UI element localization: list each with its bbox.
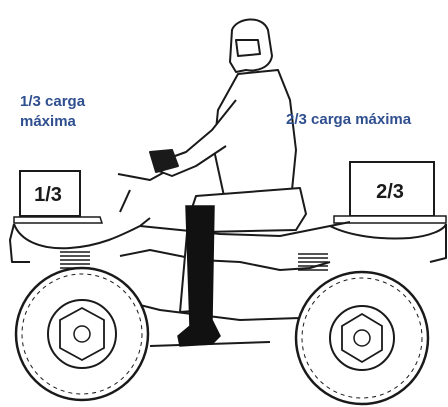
helmet [229,18,273,73]
glove [149,149,179,173]
front-load-annotation-line1: 1/3 carga [20,93,86,110]
front-rack [13,216,104,224]
front-box-label: 1/3 [34,184,62,206]
front-load-annotation: 1/3 carga máxima [20,92,85,132]
front-vent [60,251,90,269]
front-wheel [14,266,150,402]
front-load-annotation-line2: máxima [20,113,76,130]
rear-vent [298,253,328,271]
rear-load-annotation: 2/3 carga máxima [286,111,412,128]
boot [177,205,221,347]
front-cargo-box: 1/3 [19,170,81,217]
rear-rack [333,215,447,224]
rear-wheel [294,270,430,406]
rear-box-label: 2/3 [376,181,404,203]
rider [149,18,307,313]
rear-cargo-box: 2/3 [349,161,435,217]
